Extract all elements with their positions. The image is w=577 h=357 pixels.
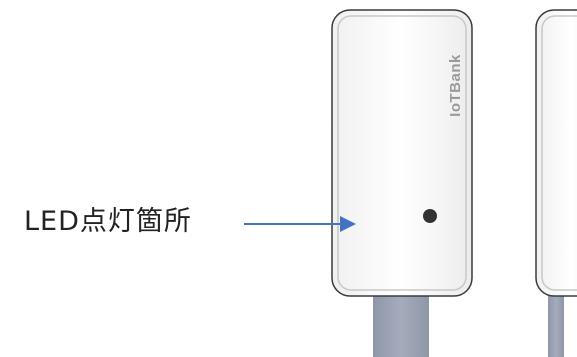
led-dot-icon	[423, 209, 437, 223]
usb-cable-second	[548, 285, 564, 357]
brand-text: IoTBank	[446, 53, 464, 117]
arrow-right-icon	[244, 216, 356, 232]
usb-cable-main	[373, 285, 429, 357]
brand-logo: IoTBank	[441, 30, 469, 140]
device-case-second	[535, 9, 577, 297]
led-location-label: LED点灯箇所	[24, 206, 192, 237]
device-case-main	[331, 9, 473, 297]
